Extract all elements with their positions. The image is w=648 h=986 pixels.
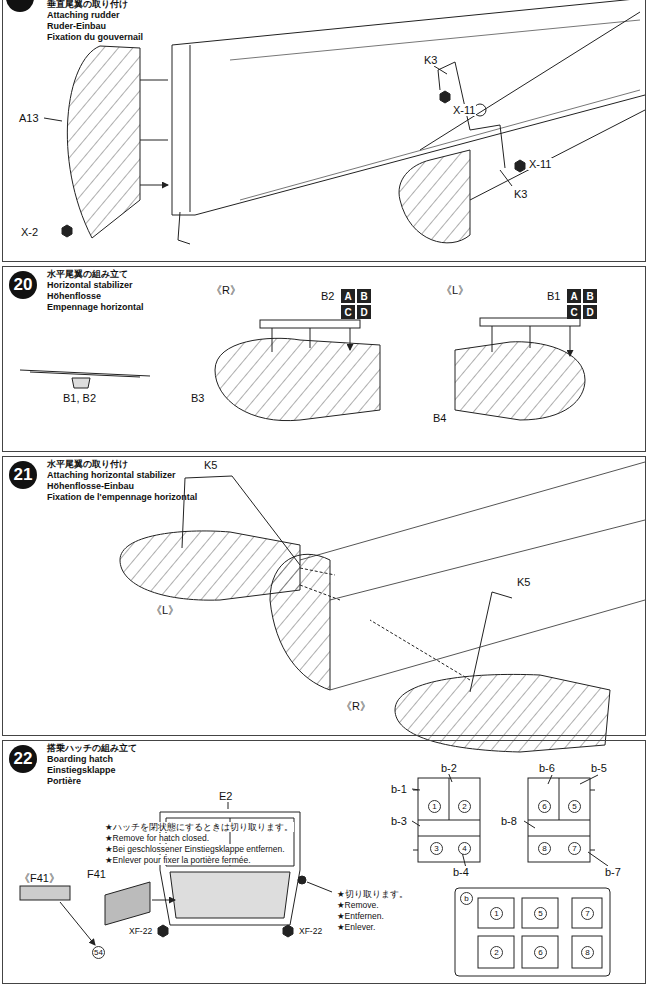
callout-number: 5 bbox=[534, 907, 547, 920]
step-panel: 垂直尾翼の取り付けAttaching rudderRuder-EinbauFix… bbox=[2, 0, 646, 262]
callout-number: 2 bbox=[490, 946, 503, 959]
callout-number: 6 bbox=[534, 946, 547, 959]
color-code-box: B bbox=[357, 289, 371, 303]
step-number-text: 20 bbox=[14, 275, 33, 295]
note-text: ★Enlever pour fixer la portière fermée. bbox=[104, 855, 252, 865]
step-number: 21 bbox=[9, 461, 37, 489]
color-code-box: D bbox=[357, 305, 371, 319]
callout-number: 8 bbox=[581, 946, 594, 959]
note-text: XF-22 bbox=[128, 926, 153, 936]
note-text: ★Entfernen. bbox=[336, 911, 385, 921]
part-label: X-2 bbox=[20, 226, 39, 238]
step-number-text: 21 bbox=[14, 465, 33, 485]
color-code-letter: B bbox=[586, 291, 593, 302]
color-code-letter: A bbox=[570, 291, 577, 302]
part-label: B3 bbox=[190, 392, 205, 404]
callout-number: 1 bbox=[428, 800, 441, 813]
step-heading: Höhenflosse-Einbau bbox=[47, 481, 645, 492]
part-label: b-2 bbox=[440, 762, 458, 774]
color-code-letter: D bbox=[586, 307, 593, 318]
color-code-letter: D bbox=[360, 307, 367, 318]
callout-number: 3 bbox=[430, 842, 443, 855]
part-label: 《F41》 bbox=[18, 872, 61, 884]
step-number: 20 bbox=[9, 271, 37, 299]
step-heading: 水平尾翼の取り付け bbox=[47, 459, 645, 470]
part-label: b-6 bbox=[538, 762, 556, 774]
note-text: XF-22 bbox=[298, 926, 323, 936]
callout-number: 5 bbox=[568, 800, 581, 813]
part-label: B1 bbox=[546, 290, 561, 302]
note-text: ★Enlever. bbox=[336, 922, 376, 932]
part-label: 《L》 bbox=[440, 284, 470, 296]
color-code-letter: A bbox=[344, 291, 351, 302]
step-heading: Ruder-Einbau bbox=[47, 21, 645, 32]
step-heading: Attaching horizontal stabilizer bbox=[47, 470, 645, 481]
callout-number: 4 bbox=[458, 842, 471, 855]
note-text: ★Remove. bbox=[336, 900, 380, 910]
step-22-drawing bbox=[20, 772, 610, 976]
color-code-box: C bbox=[567, 305, 581, 319]
part-label: 《R》 bbox=[210, 284, 242, 296]
step-heading: 水平尾翼の組み立て bbox=[47, 269, 645, 280]
color-code-box: B bbox=[583, 289, 597, 303]
part-label: 《L》 bbox=[150, 604, 180, 616]
step-heading: Attaching rudder bbox=[47, 10, 645, 21]
color-code-box: D bbox=[583, 305, 597, 319]
callout-number: 6 bbox=[538, 800, 551, 813]
note-text: ★Remove for hatch closed. bbox=[104, 833, 210, 843]
callout-number: 8 bbox=[538, 842, 551, 855]
note-text: ★ハッチを閉状態にするときは切り取ります。 bbox=[104, 822, 294, 832]
step-21-drawing bbox=[120, 462, 645, 752]
part-label: X-11 bbox=[452, 104, 476, 116]
step-panel: 水平尾翼の取り付けAttaching horizontal stabilizer… bbox=[2, 456, 646, 736]
step-heading: 垂直尾翼の取り付け bbox=[47, 0, 645, 10]
part-label: b-4 bbox=[452, 866, 470, 878]
part-label: F41 bbox=[86, 868, 107, 880]
part-label: b-5 bbox=[590, 762, 608, 774]
note-text: ★切り取ります。 bbox=[336, 889, 409, 899]
part-label: A13 bbox=[18, 112, 40, 124]
color-code-box: A bbox=[567, 289, 581, 303]
part-label: B2 bbox=[320, 290, 335, 302]
part-label: b-3 bbox=[390, 815, 408, 827]
color-code-letter: B bbox=[360, 291, 367, 302]
step-number: 22 bbox=[9, 745, 37, 773]
part-label: b-1 bbox=[390, 783, 408, 795]
callout-number: b bbox=[460, 892, 473, 905]
step-20-drawing bbox=[20, 318, 585, 421]
part-label: b-8 bbox=[500, 815, 518, 827]
callout-number: 7 bbox=[581, 907, 594, 920]
step-19-drawing bbox=[6, 0, 645, 244]
step-heading: Fixation de l'empennage horizontal bbox=[47, 492, 645, 503]
part-label: B1, B2 bbox=[62, 392, 97, 404]
part-label: K5 bbox=[516, 576, 531, 588]
step-heading: 搭乗ハッチの組み立て bbox=[47, 743, 645, 754]
part-label: K3 bbox=[423, 54, 438, 66]
part-label: X-11 bbox=[528, 158, 552, 170]
part-label: K5 bbox=[203, 459, 218, 471]
part-label: 《R》 bbox=[340, 700, 372, 712]
color-code-letter: C bbox=[570, 307, 577, 318]
color-code-letter: C bbox=[344, 307, 351, 318]
note-text: ★Bei geschlossener Einstiegsklappe entfe… bbox=[104, 844, 286, 854]
color-code-box: C bbox=[341, 305, 355, 319]
color-code-box: A bbox=[341, 289, 355, 303]
callout-number: 54 bbox=[92, 946, 105, 959]
part-label: b-7 bbox=[604, 866, 622, 878]
callout-number: 7 bbox=[568, 842, 581, 855]
part-label: E2 bbox=[218, 790, 233, 802]
part-label: K3 bbox=[513, 188, 528, 200]
callout-number: 1 bbox=[490, 907, 503, 920]
part-label: B4 bbox=[432, 412, 447, 424]
step-number-text: 22 bbox=[14, 749, 33, 769]
callout-number: 2 bbox=[458, 800, 471, 813]
step-heading: Fixation du gouvernail bbox=[47, 32, 645, 43]
step-heading: Portière bbox=[47, 776, 645, 787]
